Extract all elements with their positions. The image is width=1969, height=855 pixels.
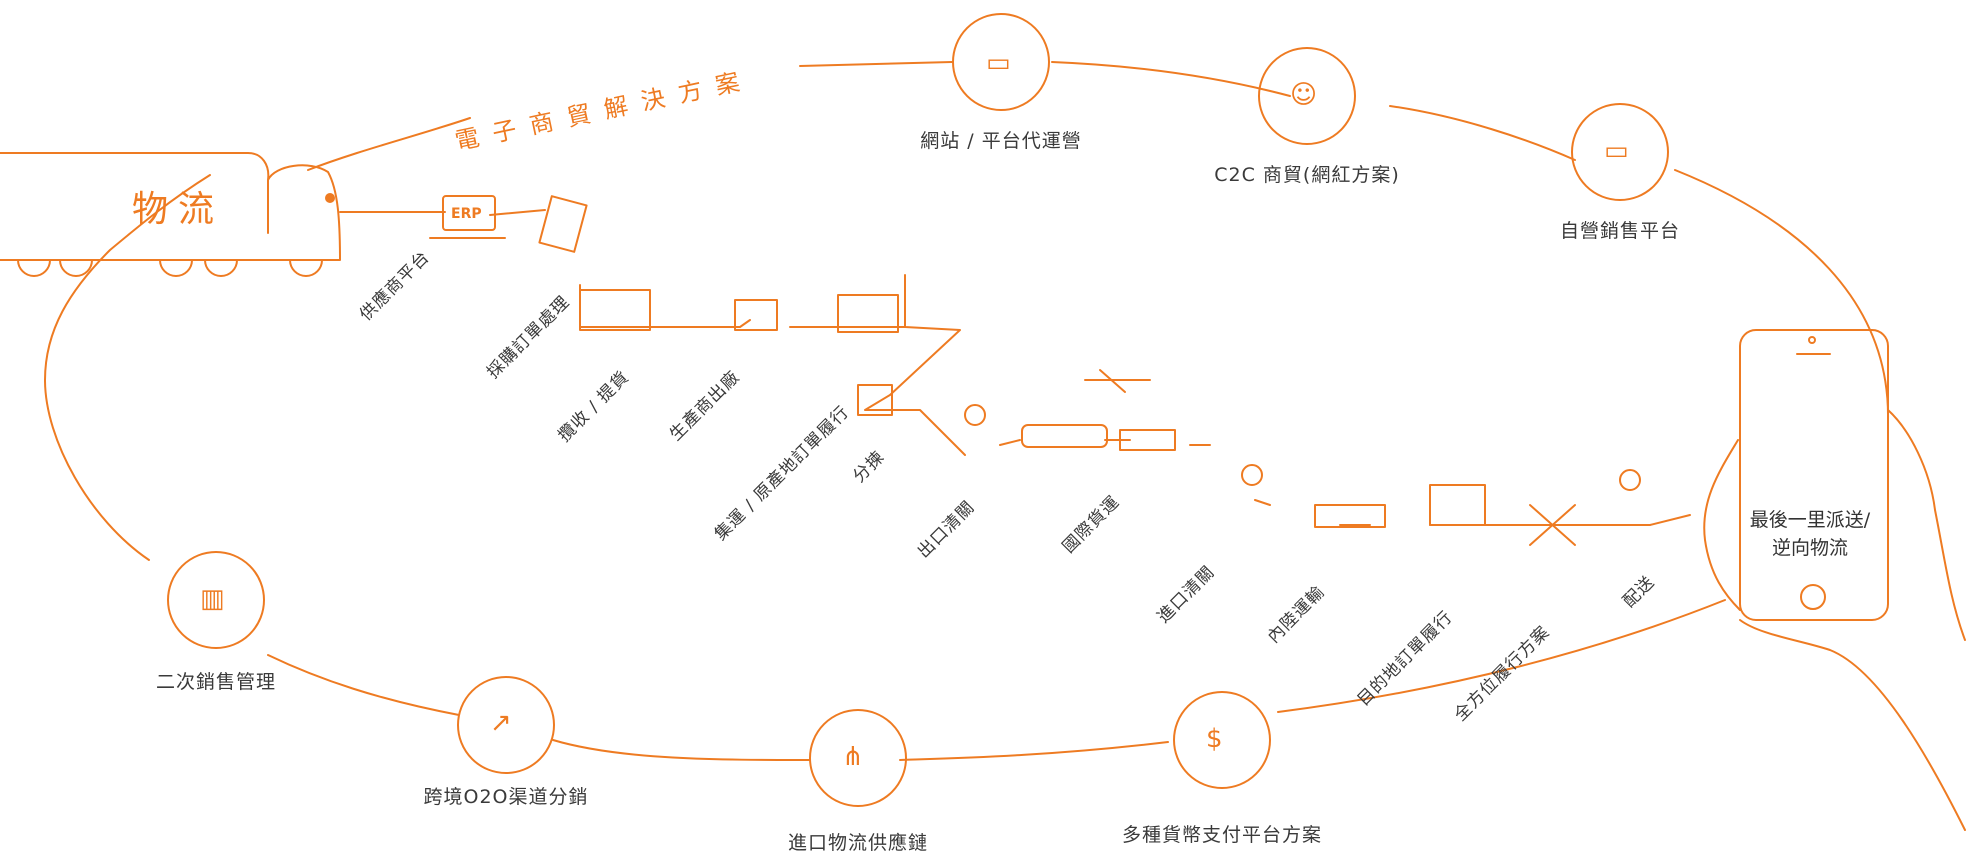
service-circle-website — [952, 13, 1050, 111]
courier-icon — [1619, 469, 1641, 491]
service-label-website: 網站 / 平台代運營 — [920, 130, 1082, 152]
service-label-resale: 二次銷售管理 — [155, 671, 277, 693]
phone-body — [1739, 329, 1889, 621]
ship-icon — [1021, 424, 1108, 448]
analytics-icon: ▥ — [200, 584, 225, 614]
service-label-c2c: C2C 商貿(網紅方案) — [1214, 164, 1400, 186]
warehouse-icon — [837, 294, 899, 333]
service-label-payment: 多種貨幣支付平台方案 — [1121, 824, 1323, 846]
outer-loop — [44, 61, 1890, 761]
logistics-label: 物流 — [132, 189, 225, 230]
service-circle-resale — [167, 551, 265, 649]
box-icon — [857, 384, 893, 416]
service-circle-o2o — [457, 676, 555, 774]
phone-label-line1: 最後一里派送/ — [1749, 509, 1871, 531]
officer2-icon — [1241, 464, 1263, 486]
stairs-growth-icon: ↗ — [490, 708, 512, 738]
phone-label: 最後一里派送/ 逆向物流 — [1740, 506, 1880, 562]
hand-outline — [1703, 409, 1966, 831]
document-stack-icon — [538, 195, 588, 253]
erp-label: ERP — [451, 206, 482, 222]
warehouse2-icon — [1429, 484, 1486, 526]
network-tree-icon: ⋔ — [842, 742, 864, 772]
service-label-import: 進口物流供應鏈 — [787, 832, 929, 854]
arrows-icon — [1529, 504, 1576, 546]
service-circle-import — [809, 709, 907, 807]
phone-label-line2: 逆向物流 — [1771, 537, 1848, 559]
laptop-shop-icon: ▭ — [1604, 136, 1629, 166]
erp-laptop-outline — [442, 195, 496, 231]
service-circle-c2c — [1258, 47, 1356, 145]
plane-icon — [1084, 369, 1151, 393]
truck-outline — [0, 152, 341, 277]
factory-icon — [734, 299, 778, 331]
service-label-o2o: 跨境O2O渠道分銷 — [423, 786, 589, 808]
process-line — [339, 209, 1691, 526]
service-label-ownshop: 自營銷售平台 — [1559, 220, 1681, 242]
officer-icon — [964, 404, 986, 426]
tablet-icon: ▭ — [986, 48, 1011, 78]
service-circle-ownshop — [1571, 103, 1669, 201]
influencer-icon: ☺ — [1290, 80, 1318, 110]
payment-card-icon: $ — [1206, 724, 1223, 754]
container-icon — [1119, 429, 1176, 451]
service-circle-payment — [1173, 691, 1271, 789]
truck2-icon — [1314, 504, 1386, 528]
